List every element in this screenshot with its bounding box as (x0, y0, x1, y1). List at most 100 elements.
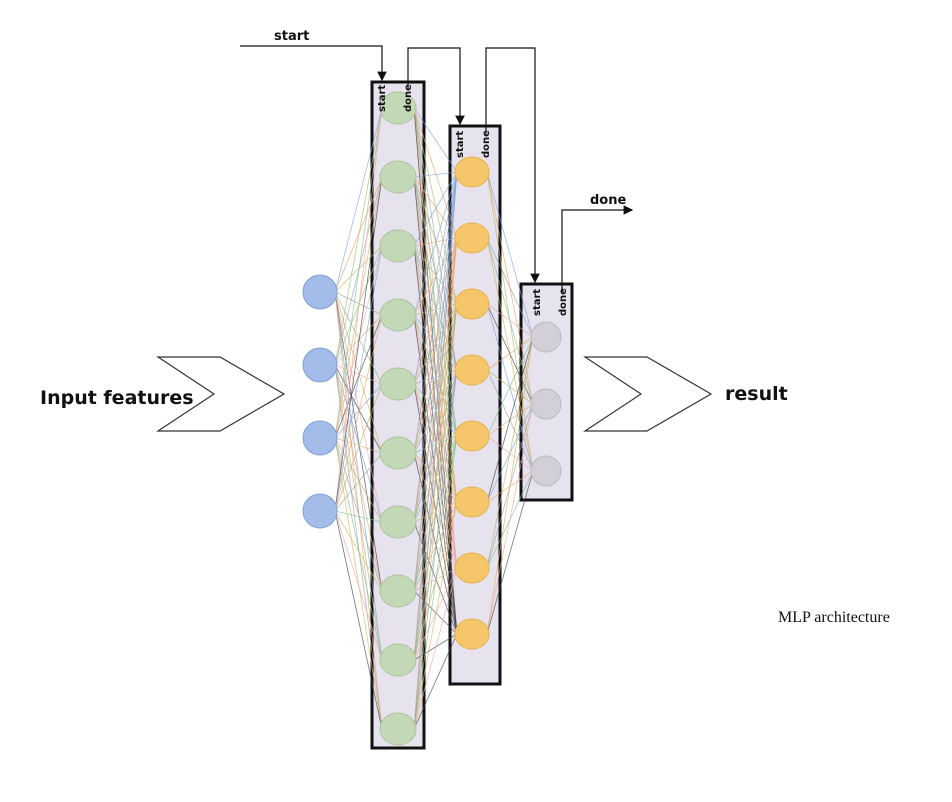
connection-line (486, 336, 534, 371)
connection-line (413, 314, 458, 569)
layer1-start-label: start (377, 85, 388, 112)
connection-line (413, 501, 458, 730)
hidden2-node (454, 156, 490, 188)
neuron-nodes (302, 91, 562, 746)
connection-line (486, 336, 534, 437)
hidden1-node (379, 160, 417, 194)
connection-line (334, 510, 383, 661)
layer2-start-label: start (455, 131, 466, 158)
hidden2-node (454, 486, 490, 518)
connection-line (413, 314, 458, 503)
layer1-done-label: done (403, 84, 414, 112)
connection-line (334, 291, 383, 661)
hidden2-node (454, 288, 490, 320)
layer3-done-label: done (558, 288, 569, 316)
connection-line (413, 237, 458, 730)
connection-line (334, 291, 383, 385)
input-chevron (156, 356, 286, 432)
connection-line (334, 107, 383, 439)
hidden1-node (379, 643, 417, 677)
connection-line (334, 314, 383, 512)
connection-line (334, 291, 383, 316)
connection-line (413, 107, 458, 371)
done1-to-start2-wire (407, 47, 465, 126)
connection-line (486, 336, 534, 503)
hidden2-node (454, 354, 490, 386)
connection-line (413, 245, 458, 503)
connection-line (334, 291, 383, 454)
input-features-label: Input features (40, 387, 194, 409)
connection-line (334, 437, 383, 592)
connection-line (413, 383, 458, 569)
connection-line (413, 633, 458, 730)
output-node (530, 388, 562, 420)
connection-line (334, 314, 383, 366)
connection-line (334, 291, 383, 592)
connection-line (413, 171, 458, 385)
hidden1-node (379, 574, 417, 608)
hidden1-node (379, 298, 417, 332)
connection-line (413, 435, 458, 730)
caption: MLP architecture (778, 609, 890, 626)
connection-line (413, 176, 458, 371)
hidden1-node (379, 367, 417, 401)
connection-line (413, 567, 458, 730)
connection-line (413, 171, 458, 730)
done-out-label: done (590, 193, 626, 208)
connection-line (334, 437, 383, 523)
connection-line (334, 510, 383, 592)
connection-lines (334, 107, 534, 730)
output-node (530, 321, 562, 353)
connection-line (486, 336, 534, 635)
connection-line (334, 364, 383, 730)
connection-line (413, 369, 458, 730)
connection-line (413, 383, 458, 635)
hidden1-node (379, 436, 417, 470)
hidden2-node (454, 222, 490, 254)
connection-line (334, 107, 383, 293)
connection-line (413, 245, 458, 437)
connection-line (413, 171, 458, 523)
layer-box-2 (448, 124, 502, 686)
input-node (302, 420, 338, 456)
connection-line (334, 383, 383, 439)
connection-line (334, 437, 383, 661)
connection-line (334, 383, 383, 512)
connection-line (334, 364, 383, 661)
connection-line (413, 303, 458, 730)
connection-line (334, 364, 383, 523)
hidden2-node (454, 552, 490, 584)
connection-line (334, 510, 383, 523)
hidden1-node (379, 91, 417, 125)
done2-to-start3-wire (485, 47, 540, 284)
connection-line (413, 171, 458, 454)
input-node (302, 274, 338, 310)
connection-line (334, 291, 383, 523)
connection-line (334, 176, 383, 512)
connection-line (486, 336, 534, 569)
connection-line (413, 452, 458, 635)
connection-line (413, 176, 458, 437)
layer2-done-label: done (481, 130, 492, 158)
connection-line (486, 403, 534, 635)
connection-line (334, 452, 383, 512)
connection-line (334, 364, 383, 454)
connection-line (334, 364, 383, 385)
input-node (302, 347, 338, 383)
connection-line (413, 171, 458, 661)
connection-line (413, 171, 458, 247)
connection-line (413, 435, 458, 454)
connection-line (334, 437, 383, 730)
done-out-wire (561, 205, 634, 292)
hidden2-node (454, 618, 490, 650)
connection-line (486, 171, 534, 338)
connection-line (486, 303, 534, 338)
connection-line (486, 237, 534, 338)
control-wires (240, 45, 634, 292)
output-node (530, 455, 562, 487)
connection-line (413, 107, 458, 173)
hidden2-node (454, 420, 490, 452)
connection-line (334, 364, 383, 592)
result-chevron (583, 356, 713, 432)
connection-line (334, 245, 383, 512)
